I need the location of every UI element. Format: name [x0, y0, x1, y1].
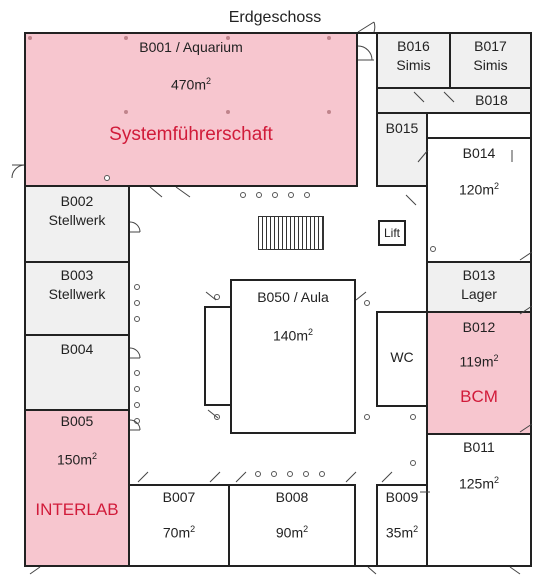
room-b015-name: B015: [385, 120, 419, 136]
room-b014[interactable]: B014 120m2: [426, 137, 532, 263]
room-b009-area: 35m2: [385, 524, 419, 541]
room-b016-name: B016: [397, 38, 430, 54]
room-b015[interactable]: B015: [376, 112, 428, 187]
room-b011-area: 125m2: [458, 475, 500, 492]
room-b003-sub: Stellwerk: [48, 286, 106, 302]
column-marker: [410, 414, 416, 420]
grid-dot: [124, 36, 128, 40]
column-marker: [364, 300, 370, 306]
room-b014-name: B014: [462, 145, 496, 161]
room-b012-name: B012: [462, 319, 496, 335]
room-b003-name: B003: [60, 267, 94, 283]
floor-title: Erdgeschoss: [228, 9, 322, 26]
column-marker: [134, 386, 140, 392]
room-b005-name: B005: [60, 413, 94, 429]
room-b012-area: 119m2: [459, 353, 499, 370]
column-marker: [134, 300, 140, 306]
room-b003[interactable]: B003 Stellwerk: [24, 261, 130, 336]
column-marker: [240, 192, 246, 198]
room-b004-name: B004: [60, 341, 94, 357]
lift[interactable]: Lift: [378, 220, 406, 246]
room-b013-name: B013: [462, 267, 496, 283]
column-marker: [134, 316, 140, 322]
column-marker: [364, 414, 370, 420]
room-b005-area: 150m2: [56, 451, 98, 468]
grid-dot: [226, 110, 230, 114]
column-marker: [271, 471, 277, 477]
room-b050-area: 140m2: [272, 327, 314, 344]
room-b007[interactable]: B007 70m2: [128, 484, 230, 567]
room-b018-name: B018: [475, 92, 508, 108]
column-marker: [255, 471, 261, 477]
aula-wing-left: [204, 306, 232, 406]
room-b050[interactable]: B050 / Aula 140m2: [230, 279, 356, 434]
room-b004[interactable]: B004: [24, 334, 130, 411]
column-marker: [410, 460, 416, 466]
room-b001-area: 470m2: [170, 76, 212, 93]
room-b012-tag: BCM: [460, 387, 498, 406]
column-marker: [304, 192, 310, 198]
room-b009-name: B009: [385, 489, 419, 505]
room-wc-name: WC: [390, 349, 414, 365]
column-marker: [430, 246, 436, 252]
column-marker: [214, 294, 220, 300]
room-b005[interactable]: B005 150m2 INTERLAB: [24, 409, 130, 567]
room-b016-sub: Simis: [396, 57, 431, 73]
room-b009[interactable]: B009 35m2: [376, 484, 428, 567]
room-b002-sub: Stellwerk: [48, 212, 106, 228]
room-b008[interactable]: B008 90m2: [228, 484, 356, 567]
column-marker: [104, 175, 110, 181]
column-marker: [134, 370, 140, 376]
grid-dot: [28, 36, 32, 40]
column-marker: [134, 402, 140, 408]
room-b050-name: B050 / Aula: [257, 289, 329, 305]
room-b002-name: B002: [60, 193, 94, 209]
lift-label: Lift: [383, 226, 400, 240]
room-b005-tag: INTERLAB: [35, 500, 119, 519]
room-b011-name: B011: [463, 439, 495, 455]
room-b001-tag: Systemführerschaft: [109, 124, 273, 145]
column-marker: [287, 471, 293, 477]
room-b017-sub: Simis: [473, 57, 508, 73]
room-b001-name: B001 / Aquarium: [139, 39, 243, 55]
column-marker: [272, 192, 278, 198]
column-marker: [319, 471, 325, 477]
room-b013-sub: Lager: [461, 286, 497, 302]
room-b013[interactable]: B013 Lager: [426, 261, 532, 313]
room-b008-name: B008: [275, 489, 309, 505]
grid-dot: [226, 36, 230, 40]
room-b001[interactable]: B001 / Aquarium 470m2 Systemführerschaft: [24, 32, 358, 187]
staircase: [258, 216, 324, 250]
room-b007-area: 70m2: [162, 524, 196, 541]
room-b014-area: 120m2: [458, 181, 500, 198]
room-b011[interactable]: B011 125m2: [426, 433, 532, 567]
column-marker: [303, 471, 309, 477]
room-b017-name: B017: [474, 38, 507, 54]
grid-dot: [124, 110, 128, 114]
column-marker: [256, 192, 262, 198]
grid-dot: [327, 110, 331, 114]
column-marker: [134, 284, 140, 290]
grid-dot: [327, 36, 331, 40]
room-b018[interactable]: B018: [376, 87, 532, 114]
room-b008-area: 90m2: [275, 524, 309, 541]
room-b007-name: B007: [162, 489, 196, 505]
column-marker: [288, 192, 294, 198]
room-wc[interactable]: WC: [376, 311, 428, 407]
